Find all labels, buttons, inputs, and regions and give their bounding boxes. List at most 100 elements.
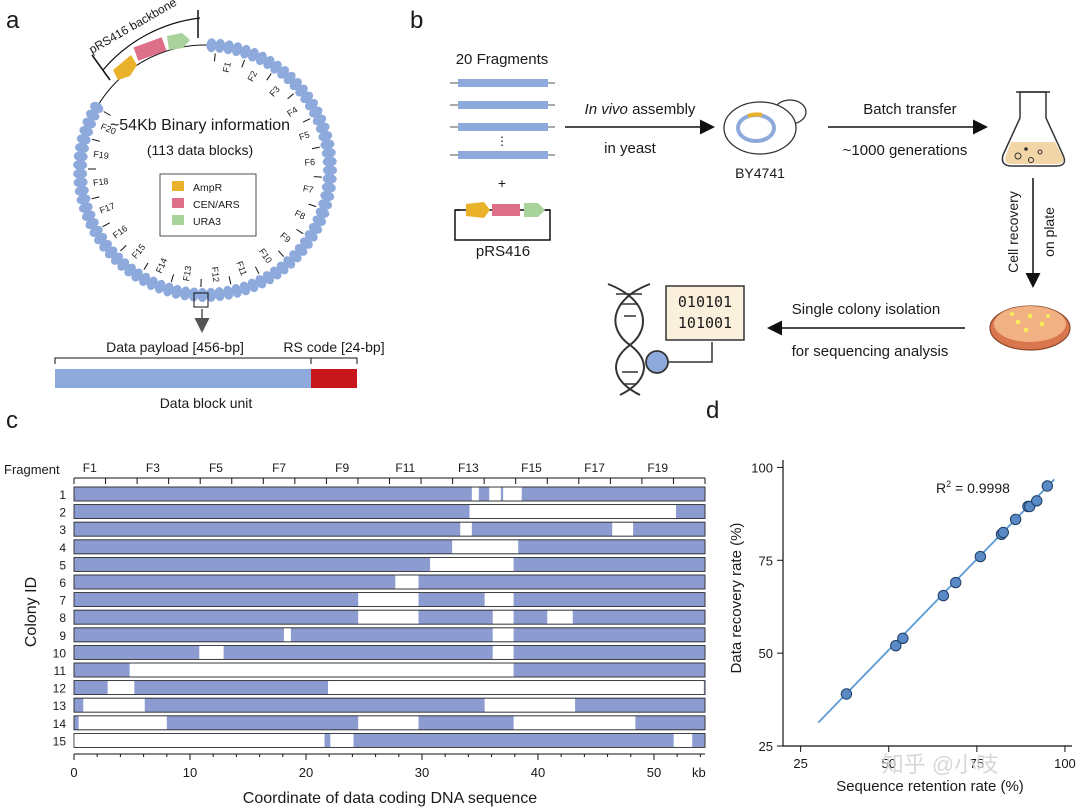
panel-b-letter: b: [410, 7, 423, 34]
legend-ura3-label: URA3: [193, 216, 221, 228]
fragment-boundary-tick: [143, 262, 149, 271]
plasmid-data-block: [215, 38, 226, 53]
fragment-label: F12: [210, 266, 221, 282]
plasmid-data-block: [239, 281, 251, 296]
fragment-boundary-tick: [296, 228, 304, 235]
missing-segment: [484, 593, 514, 607]
fragment-axis-label: F19: [647, 461, 668, 475]
recovery-label-2: on plate: [1041, 207, 1057, 257]
fragment-label: F13: [181, 265, 193, 282]
dna-helix-icon: 010101 101001: [607, 283, 745, 396]
fragment-boundary-tick: [120, 245, 127, 252]
d-x-tick-label: 50: [881, 756, 895, 771]
payload-bar: [55, 369, 311, 388]
colony-bar: [73, 697, 706, 713]
fragment-label: F17: [98, 201, 116, 216]
missing-segment: [503, 487, 522, 501]
plasmid-data-block: [240, 44, 251, 59]
missing-segment: [460, 522, 472, 536]
flask-cell-2: [1028, 157, 1034, 163]
plasmid-data-block: [78, 202, 93, 213]
r2-superscript: 2: [946, 479, 951, 489]
fragment-label: F4: [285, 105, 299, 119]
plasmid-data-block: [321, 147, 336, 159]
colony-id-label: 4: [59, 541, 66, 555]
magnifier-lens: [645, 350, 669, 374]
colony-bar-outline: [73, 521, 706, 537]
plasmid-data-block: [315, 122, 330, 134]
plasmid-data-block: [231, 42, 243, 57]
missing-segment: [129, 663, 514, 677]
generations-label: ~1000 generations: [843, 142, 968, 159]
fragment-axis-label: F13: [458, 461, 479, 475]
helix-strand-1: [607, 283, 644, 396]
legend-ampr-label: AmpR: [193, 182, 223, 194]
fragment-label: F9: [278, 230, 292, 244]
missing-segment: [78, 716, 167, 730]
panel-a-letter: a: [6, 7, 20, 34]
coordinate-tick-label: 10: [183, 765, 197, 780]
yeast-plasmid-insert: [747, 112, 763, 118]
missing-segment: [492, 610, 514, 624]
plasmid-data-block: [163, 282, 174, 297]
assembly-label-line2: in yeast: [604, 140, 657, 157]
petri-dish-icon: [989, 305, 1071, 351]
colony-row: 4: [59, 539, 706, 555]
missing-segment: [430, 557, 514, 571]
colony-id-label: 9: [59, 629, 66, 643]
colony-bar-outline: [73, 557, 706, 572]
colony-row: 8: [59, 609, 706, 625]
coordinate-tick-label: 40: [531, 765, 545, 780]
colony-bar-outline: [73, 609, 706, 625]
fragment-ticks: [88, 53, 322, 287]
missing-segment: [612, 522, 634, 536]
legend-cen-label: CEN/ARS: [193, 199, 240, 211]
colony-2: [1027, 313, 1033, 319]
backbone-start-tick: [91, 54, 111, 81]
fragment-axis-label: F17: [584, 461, 605, 475]
missing-segment: [330, 733, 354, 747]
assembly-label: In vivo assembly: [585, 101, 696, 118]
coordinate-tick-label: 20: [299, 765, 313, 780]
fragment-bar-1: [458, 79, 548, 87]
fragment-label: F1: [221, 61, 233, 73]
plasmid-map: F1F2F3F4F5F6F7F8F9F10F11F12F13F14F15F16F…: [73, 0, 337, 333]
cen-ars-gene: [133, 37, 167, 61]
binary-box: [665, 285, 745, 341]
colony-axis-label: Colony ID: [23, 577, 40, 647]
missing-segment: [673, 733, 693, 747]
missing-segment: [471, 487, 479, 501]
flask-liquid: [1005, 142, 1064, 164]
panel-b: b 20 Fragments ⋮ + pRS416 In vivo assemb…: [410, 7, 1071, 396]
r2-annotation: R2 = 0.9998: [936, 479, 1010, 496]
missing-segment: [489, 487, 501, 501]
strain-label: BY4741: [735, 165, 785, 181]
plasmid-ura3: [524, 203, 545, 217]
missing-segment: [107, 681, 135, 695]
plasmid-data-block: [154, 279, 166, 294]
scatter-point: [937, 589, 950, 602]
colony-bar-outline: [73, 733, 706, 748]
flask-icon: [1001, 91, 1066, 167]
panel-d-letter: d: [706, 397, 719, 424]
fragment-label: F6: [304, 157, 315, 168]
colony-id-label: 15: [53, 734, 67, 748]
colony-id-label: 8: [59, 611, 66, 625]
d-y-tick-label: 75: [759, 553, 773, 568]
missing-segment: [328, 681, 704, 695]
flask-cell-3: [1037, 149, 1043, 155]
plasmid-data-block: [74, 185, 89, 196]
fragment-label: F5: [298, 129, 311, 142]
colony-3: [1039, 321, 1045, 327]
colony-row: 6: [59, 574, 706, 590]
scatter-point: [890, 640, 902, 652]
colony-row: 1: [59, 486, 706, 502]
missing-segment: [358, 716, 419, 730]
plasmid-data-block: [206, 38, 217, 53]
center-subtitle: (113 data blocks): [147, 142, 253, 158]
fragment-axis-label: F1: [83, 461, 97, 475]
coordinate-unit: kb: [692, 765, 706, 780]
colony-row: 14: [53, 715, 706, 731]
